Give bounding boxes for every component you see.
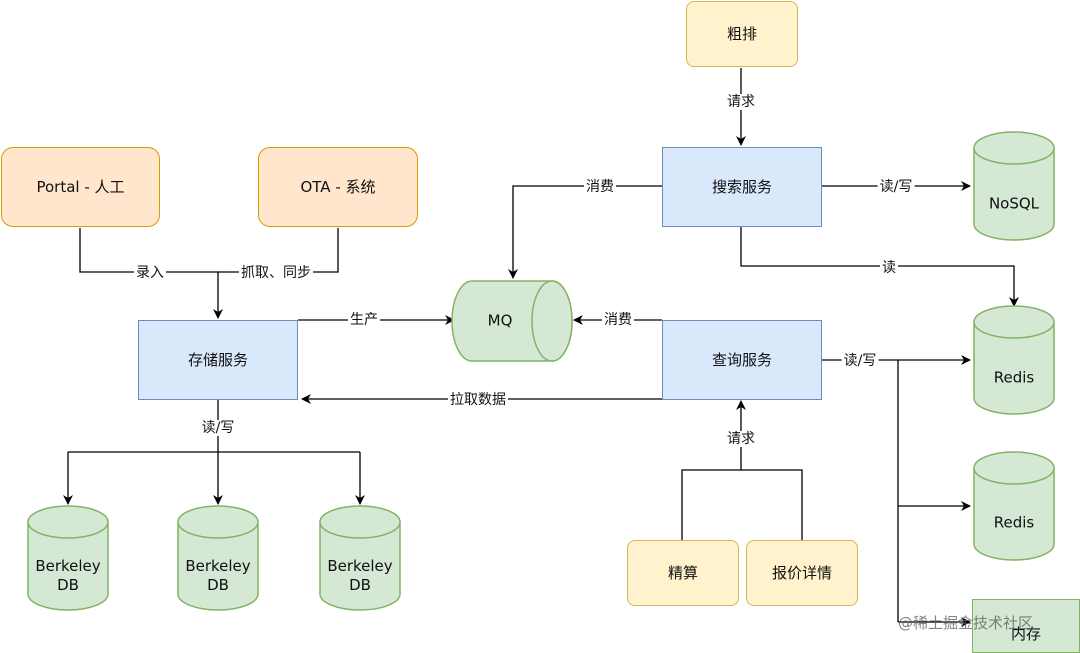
portal-node: Portal - 人工	[1, 147, 160, 227]
berkeley-label-3: Berkeley DB	[327, 557, 392, 595]
query-service-node: 查询服务	[662, 320, 822, 400]
edge-search-mq	[508, 185, 662, 279]
edge-label-search-rw: 读/写	[877, 179, 915, 195]
edge-label-entry: 录入	[134, 265, 166, 281]
redis-cylinder-1	[973, 305, 1055, 415]
berkeley-label-2: Berkeley DB	[185, 557, 250, 595]
mq-cylinder	[451, 280, 573, 362]
berkeley-3-line-2: DB	[349, 576, 371, 594]
nosql-label: NoSQL	[988, 194, 1040, 213]
search-service-node: 搜索服务	[662, 147, 822, 227]
berkeley-cylinder-3	[319, 505, 401, 611]
edge-label-produce: 生产	[348, 312, 380, 328]
memory-node: 内存	[972, 599, 1080, 653]
berkeley-1-line-1: Berkeley	[35, 557, 101, 575]
edge-label-request-bottom: 请求	[725, 431, 757, 447]
edge-label-consume-query: 消费	[602, 312, 634, 328]
edge-label-query-rw: 读/写	[841, 353, 879, 369]
edge-precise-query	[681, 400, 746, 540]
quote-detail-node: 报价详情	[746, 540, 858, 606]
ota-node: OTA - 系统	[258, 147, 418, 227]
berkeley-2-line-1: Berkeley	[185, 557, 251, 575]
edge-search-redis	[740, 227, 1019, 307]
berkeley-1-line-2: DB	[57, 576, 79, 594]
redis-label-1: Redis	[993, 368, 1035, 387]
edge-label-request-top: 请求	[725, 94, 757, 110]
edge-label-search-read: 读	[880, 260, 898, 276]
nosql-cylinder	[973, 131, 1055, 241]
berkeley-3-line-1: Berkeley	[327, 557, 393, 575]
storage-service-node: 存储服务	[138, 320, 298, 400]
berkeley-cylinder-2	[177, 505, 259, 611]
edge-quote-query	[741, 469, 803, 540]
edge-label-crawl: 抓取、同步	[239, 265, 313, 281]
watermark-text: @稀土掘金技术社区	[898, 614, 1034, 632]
redis-cylinder-2	[973, 451, 1055, 561]
coarse-rank-node: 粗排	[686, 1, 798, 67]
berkeley-2-line-2: DB	[207, 576, 229, 594]
edge-label-consume-search: 消费	[584, 179, 616, 195]
redis-label-2: Redis	[993, 513, 1035, 532]
berkeley-cylinder-1	[27, 505, 109, 611]
edge-label-storage-rw: 读/写	[199, 420, 237, 436]
edge-label-pull: 拉取数据	[448, 392, 508, 408]
precise-calc-node: 精算	[627, 540, 739, 606]
berkeley-label-1: Berkeley DB	[35, 557, 100, 595]
mq-label: MQ	[487, 311, 513, 330]
